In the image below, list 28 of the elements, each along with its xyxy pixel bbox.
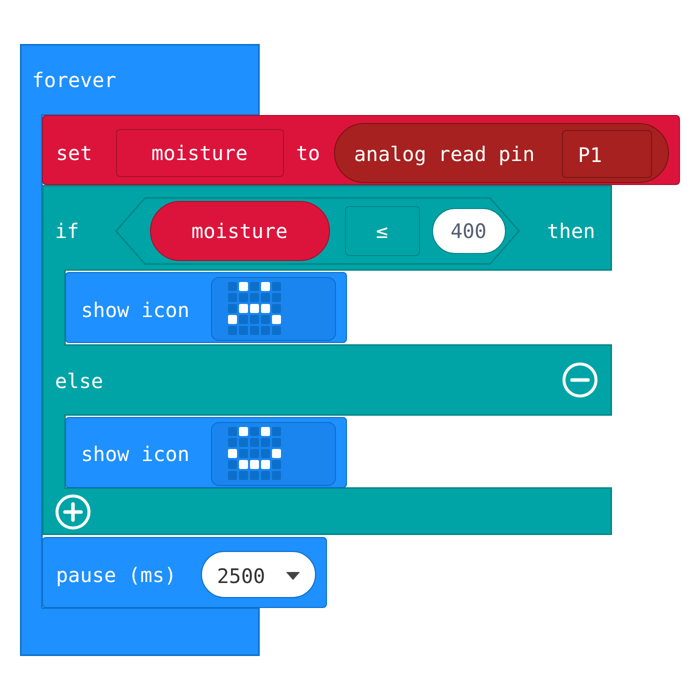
show-icon-block: [65, 417, 347, 488]
block-label: show icon: [81, 442, 190, 466]
block-label: moisture: [150, 141, 249, 165]
block-label: set: [56, 141, 92, 165]
comparison-block: [115, 197, 520, 265]
block-label: to: [296, 141, 320, 165]
icon-field: [211, 277, 336, 341]
show-icon-block: [65, 272, 347, 343]
block-label: ≤: [374, 219, 390, 243]
pin-field: [562, 130, 652, 178]
block-label: show icon: [81, 298, 190, 322]
block-label: else: [55, 369, 104, 393]
block-label: moisture: [190, 219, 289, 243]
operator-field: [345, 206, 420, 256]
number-value: 2500: [217, 564, 266, 588]
block-label: P1: [578, 143, 602, 167]
set-block: [42, 115, 680, 185]
icon-field: [211, 422, 336, 486]
block-label: pause (ms): [56, 563, 176, 587]
block-label: analog read pin: [354, 142, 535, 166]
variable-field: [116, 129, 284, 177]
block-label: if: [55, 219, 80, 243]
if-else-block: [42, 185, 612, 535]
block-label: then: [547, 219, 596, 243]
block-label: forever: [32, 68, 116, 92]
pause-block: [42, 537, 327, 608]
dropdown-field: [201, 551, 316, 598]
number-value: 400: [449, 219, 488, 243]
